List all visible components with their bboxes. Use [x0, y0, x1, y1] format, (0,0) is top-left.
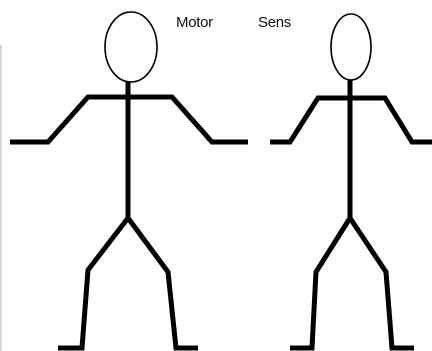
motor-figure-right-leg: [125, 216, 198, 351]
sens-figure-right-leg: [347, 216, 414, 351]
sens-figure-arms: [270, 95, 432, 145]
sens-label: Sens: [258, 14, 291, 31]
motor-figure-head: [104, 11, 158, 83]
motor-figure-left-leg: [58, 216, 130, 351]
motor-label: Motor: [176, 14, 213, 31]
sens-stick-figure: [270, 13, 432, 351]
left-edge-shade: [0, 45, 2, 351]
motor-figure-arms: [10, 94, 248, 145]
sens-figure-head: [330, 13, 372, 81]
sens-figure-left-leg: [290, 216, 353, 351]
motor-stick-figure: [10, 11, 248, 351]
